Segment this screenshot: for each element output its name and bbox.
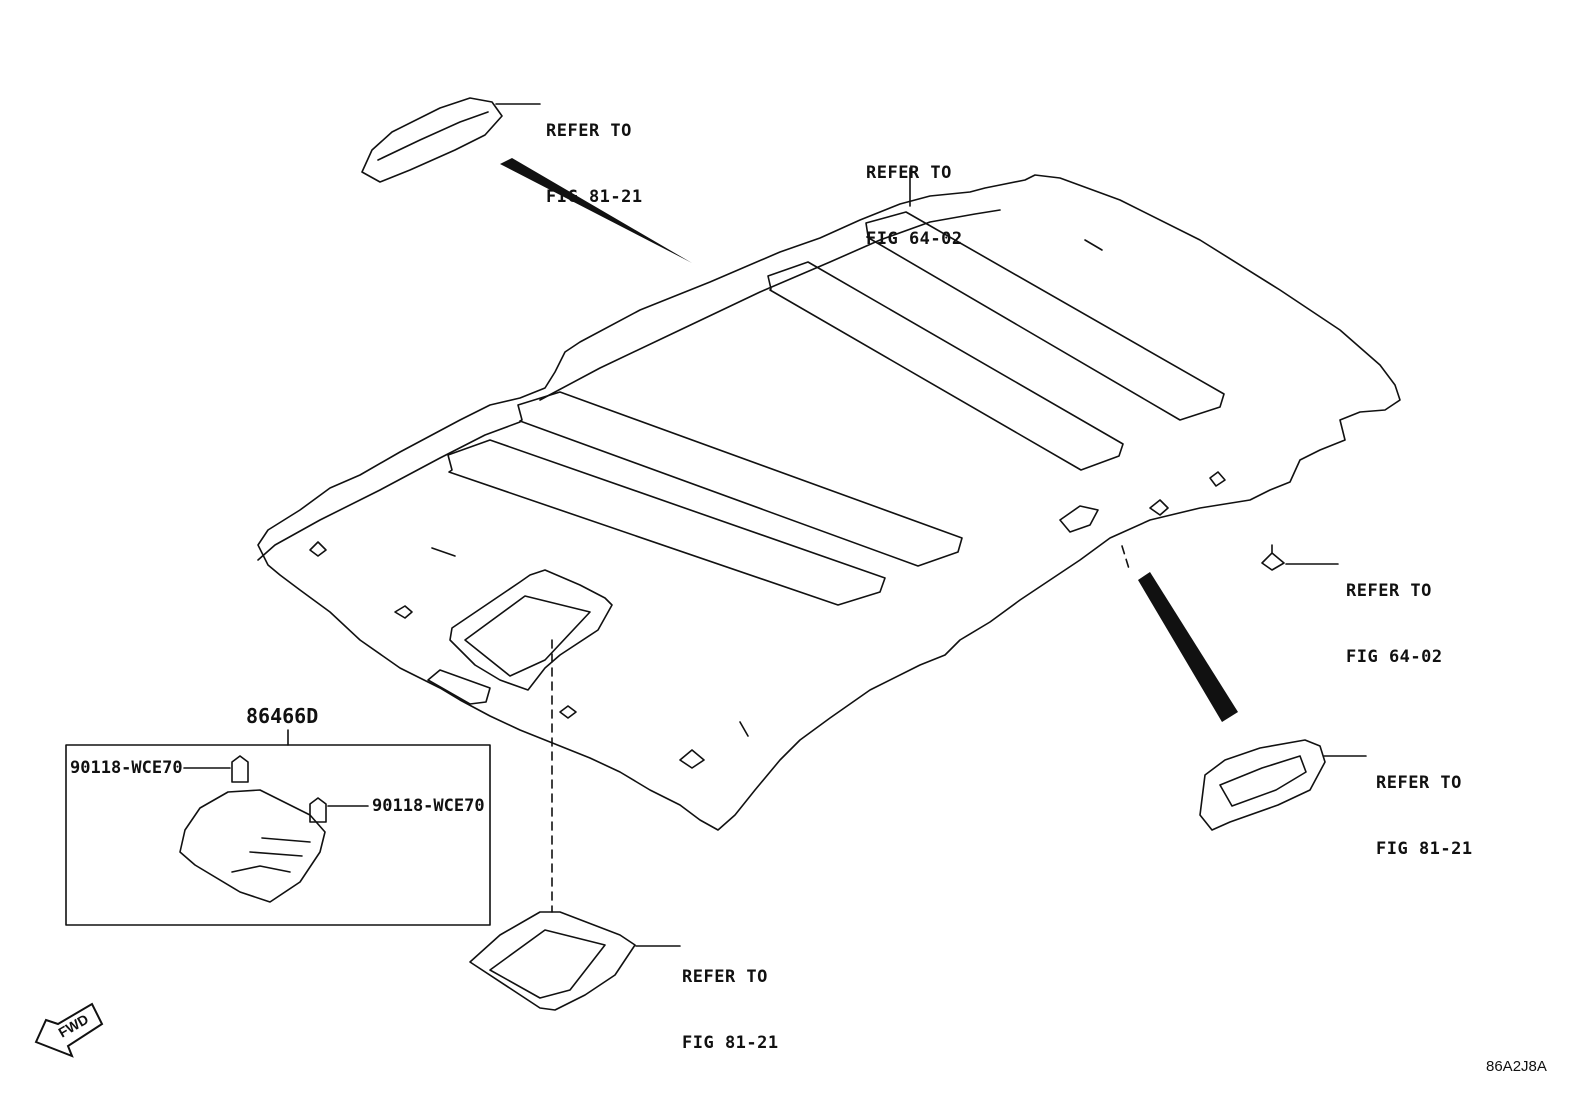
ref-line: FIG 81-21 bbox=[1376, 839, 1473, 859]
clip-fastener bbox=[1261, 544, 1285, 571]
right-pointer-wedge bbox=[1138, 572, 1238, 722]
top-room-lamp-detail bbox=[377, 111, 489, 161]
ref-top-lamp: REFER TO FIG 81-21 bbox=[546, 76, 643, 230]
kit-lens-cover bbox=[179, 789, 326, 903]
drawing-code: 86A2J8A bbox=[1486, 1058, 1547, 1075]
roof-bow-4 bbox=[865, 211, 1225, 421]
roof-bow-1 bbox=[447, 439, 886, 606]
kit-box bbox=[65, 744, 491, 926]
hole-5 bbox=[1149, 499, 1169, 516]
dome-lamp-opening-inner bbox=[464, 595, 591, 677]
rear-grip-opening bbox=[1059, 505, 1099, 533]
part-number-assembly: 86466D bbox=[246, 704, 319, 728]
sunvisor-slot bbox=[427, 669, 491, 705]
crease-2 bbox=[739, 721, 749, 737]
headliner-outline bbox=[257, 174, 1401, 831]
ref-right-lamp: REFER TO FIG 81-21 bbox=[1376, 728, 1473, 882]
top-pointer-wedge bbox=[500, 158, 692, 263]
crease-3 bbox=[1084, 239, 1103, 251]
roof-bow-3 bbox=[767, 261, 1124, 471]
ref-line: FIG 81-21 bbox=[546, 187, 643, 207]
ref-clip: REFER TO FIG 64-02 bbox=[1346, 536, 1443, 690]
ref-line: FIG 64-02 bbox=[866, 229, 963, 249]
ref-line: REFER TO bbox=[1376, 773, 1462, 793]
ref-line: FIG 81-21 bbox=[682, 1033, 779, 1053]
ref-line: REFER TO bbox=[1346, 581, 1432, 601]
top-room-lamp bbox=[361, 97, 503, 183]
kit-clip-right bbox=[309, 797, 327, 823]
hole-4 bbox=[309, 541, 327, 557]
part-number-clip-right: 90118-WCE70 bbox=[372, 796, 485, 816]
rear-dashed-line bbox=[1121, 545, 1131, 573]
ref-line: REFER TO bbox=[866, 163, 952, 183]
crease-1 bbox=[431, 547, 456, 557]
fwd-arrow-icon: FWD bbox=[34, 1002, 104, 1058]
kit-clip-left bbox=[231, 755, 249, 783]
dome-lamp-opening bbox=[449, 569, 613, 691]
right-room-lamp-detail bbox=[1219, 755, 1307, 807]
headliner-rear-lip bbox=[539, 209, 1001, 401]
bottom-map-lamp bbox=[469, 911, 636, 1011]
hole-6 bbox=[1209, 471, 1226, 487]
kit-lens-detail bbox=[231, 837, 311, 873]
ref-bottom-lamp: REFER TO FIG 81-21 bbox=[682, 922, 779, 1076]
ref-line: REFER TO bbox=[546, 121, 632, 141]
roof-bow-2 bbox=[517, 391, 963, 567]
ref-line: FIG 64-02 bbox=[1346, 647, 1443, 667]
right-room-lamp bbox=[1199, 739, 1326, 831]
ref-top-edge: REFER TO FIG 64-02 bbox=[866, 118, 963, 272]
hole-2 bbox=[559, 705, 577, 719]
part-number-clip-left: 90118-WCE70 bbox=[70, 758, 183, 778]
hole-3 bbox=[679, 749, 705, 769]
hole-1 bbox=[394, 605, 413, 619]
headliner-front-lip bbox=[257, 421, 521, 561]
bottom-map-lamp-detail bbox=[489, 929, 606, 999]
ref-line: REFER TO bbox=[682, 967, 768, 987]
